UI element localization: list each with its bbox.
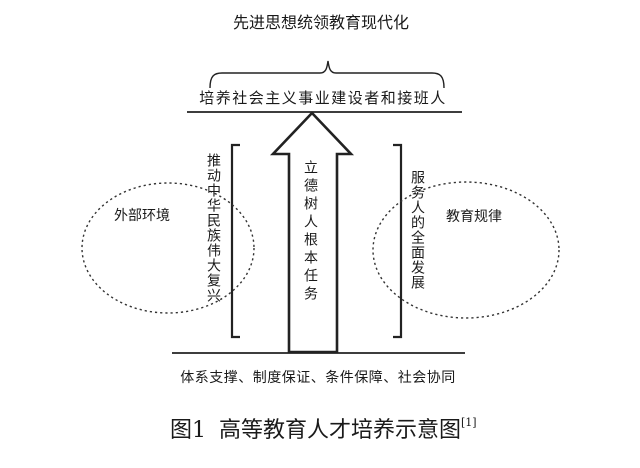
caption-reference: [1] <box>461 416 477 429</box>
right-bracket <box>393 143 403 339</box>
right-circle-label: 教育规律 <box>446 209 502 225</box>
right-bracket-text: 服务人的全面发展 <box>409 170 425 290</box>
top-brace <box>209 60 445 89</box>
caption-label: 图1 <box>170 418 206 443</box>
caption-title: 高等教育人才培养示意图 <box>219 418 462 443</box>
core-task-text: 立德树人根本任务 <box>302 160 318 304</box>
left-circle-label: 外部环境 <box>114 208 170 224</box>
right-circle <box>372 181 560 319</box>
left-circle <box>81 182 255 314</box>
left-bracket-text: 推动中华民族伟大复兴 <box>205 153 221 303</box>
goal-text: 先进思想统领教育现代化 <box>232 13 409 32</box>
foundation-text: 体系支撑、制度保证、条件保障、社会协同 <box>180 370 456 386</box>
figure-caption: 图1 高等教育人才培养示意图[1] <box>170 417 477 443</box>
left-bracket <box>230 143 240 339</box>
mission-text: 培养社会主义事业建设者和接班人 <box>199 89 447 107</box>
central-arrow <box>269 111 355 354</box>
